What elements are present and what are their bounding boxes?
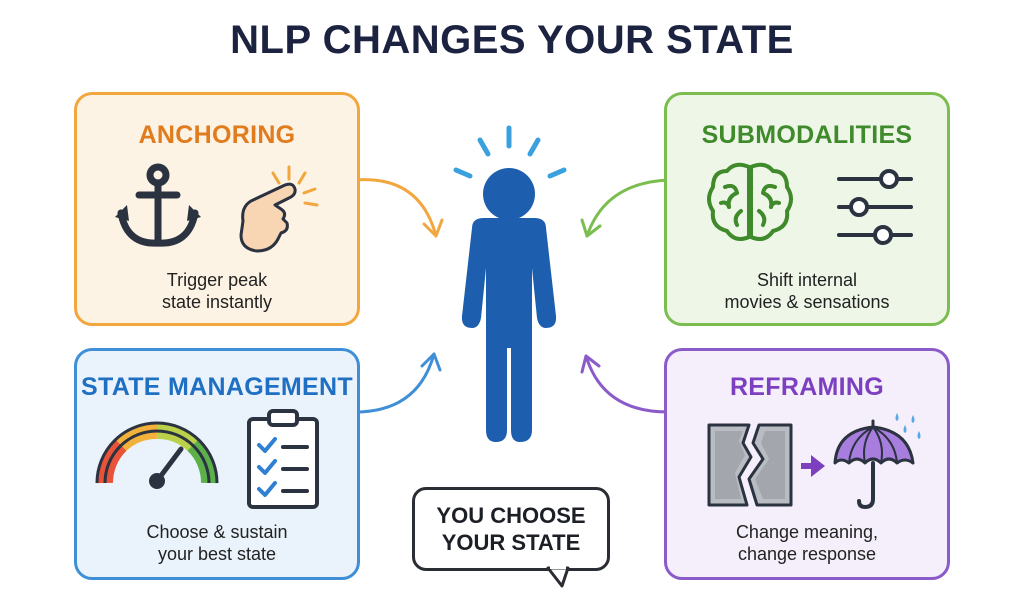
- sliders-icon: [837, 169, 913, 245]
- speech-bubble-line: YOUR STATE: [441, 530, 581, 555]
- person-icon: [453, 125, 567, 442]
- card-submodalities: SUBMODALITIES Shift internal movies & se…: [664, 92, 950, 326]
- speech-bubble-tail: [546, 564, 570, 588]
- card-desc-line: Shift internal: [756, 270, 858, 290]
- card-desc-line: Trigger peak: [166, 270, 268, 290]
- card-desc-line: movies & sensations: [724, 292, 890, 312]
- card-reframing: REFRAMING Change meaning, change respons…: [664, 348, 950, 580]
- speech-bubble: YOU CHOOSE YOUR STATE: [412, 487, 610, 571]
- right-arrow-icon: [801, 455, 825, 477]
- card-desc-line: Choose & sustain: [146, 522, 288, 542]
- card-state-management: STATE MANAGEMENT Choose & sustain your b…: [74, 348, 360, 580]
- gauge-icon: [95, 421, 219, 489]
- card-desc-reframing: Change meaning, change response: [667, 521, 947, 565]
- page-title: NLP CHANGES YOUR STATE: [230, 18, 794, 62]
- card-title-submodalities: SUBMODALITIES: [701, 121, 913, 149]
- speech-bubble-line: YOU CHOOSE: [436, 503, 586, 528]
- card-desc-submodalities: Shift internal movies & sensations: [667, 269, 947, 313]
- card-desc-anchoring: Trigger peak state instantly: [77, 269, 357, 313]
- card-title-anchoring: ANCHORING: [138, 121, 296, 149]
- arrow-anchoring: [353, 178, 438, 238]
- arrow-state-mgmt: [353, 352, 436, 414]
- arrow-reframing: [584, 354, 670, 414]
- card-title-reframing: REFRAMING: [729, 373, 885, 401]
- card-desc-line: change response: [737, 544, 877, 564]
- card-desc-line: state instantly: [161, 292, 273, 312]
- speech-bubble-text: YOU CHOOSE YOUR STATE: [415, 502, 607, 556]
- pointing-hand-icon: [239, 165, 319, 253]
- card-title-state-management: STATE MANAGEMENT: [81, 373, 353, 401]
- card-desc-state-management: Choose & sustain your best state: [77, 521, 357, 565]
- broken-wall-icon: [707, 423, 793, 507]
- card-desc-line: Change meaning,: [735, 522, 879, 542]
- card-anchoring: ANCHORING Trigger peak state instantly: [74, 92, 360, 326]
- umbrella-icon: [833, 413, 921, 510]
- card-desc-line: your best state: [157, 544, 277, 564]
- arrow-submodalities: [585, 178, 670, 238]
- brain-icon: [707, 162, 793, 241]
- anchor-icon: [115, 163, 201, 247]
- checklist-icon: [247, 409, 319, 509]
